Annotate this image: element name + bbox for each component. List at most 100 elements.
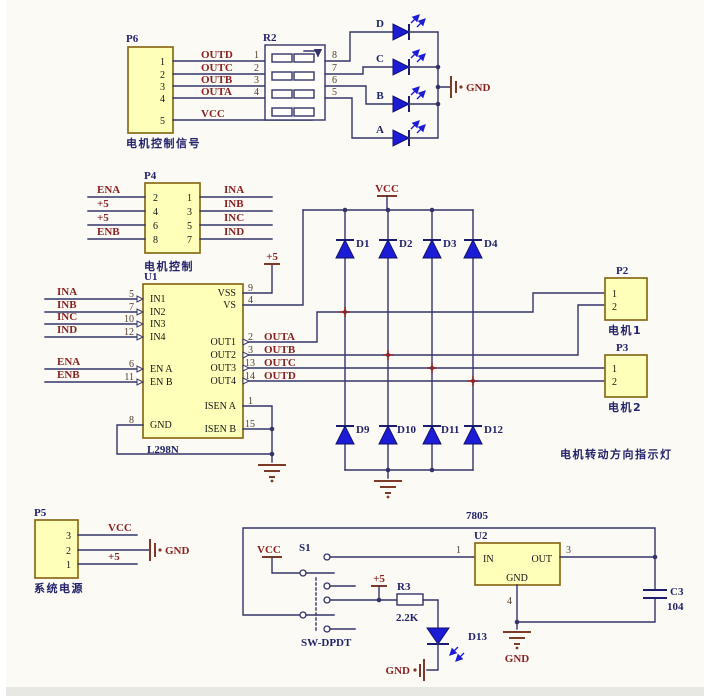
p6-pin-2: 2 xyxy=(160,70,165,81)
indicator-note: 电机转动方向指示灯 xyxy=(560,447,673,461)
earth-gnd-bridge xyxy=(374,469,402,499)
u2-gnd: GND xyxy=(506,573,528,584)
u1-pin5: 5 xyxy=(129,289,134,300)
u2-out: OUT xyxy=(531,554,552,565)
u1-isena: ISEN A xyxy=(205,401,237,412)
gnd-label-leds: GND xyxy=(466,82,491,94)
net-outc: OUTC xyxy=(201,62,233,74)
u1-vss: VSS xyxy=(218,288,236,299)
net-outa-u1: OUTA xyxy=(264,331,295,343)
led-label-c: C xyxy=(376,53,384,65)
s1-ref: S1 xyxy=(299,542,311,554)
net-ena-p4: ENA xyxy=(97,184,120,196)
r2-ref: R2 xyxy=(263,32,277,44)
d13-ref: D13 xyxy=(468,631,487,643)
net-vcc-s1: VCC xyxy=(257,544,281,556)
led-a-symbol[interactable] xyxy=(392,120,426,147)
u1-pin10: 10 xyxy=(124,314,134,325)
earth-gnd-u1 xyxy=(258,453,286,483)
diode-column-4[interactable] xyxy=(463,209,483,471)
gnd-label-u2: GND xyxy=(505,653,530,665)
u1-pin15: 15 xyxy=(245,419,255,430)
p5-connector[interactable]: P5 3 2 1 系统电源 xyxy=(34,507,84,595)
u1-enb: EN B xyxy=(150,377,173,388)
p2-caption: 电机1 xyxy=(608,323,642,337)
net-ina-p4: INA xyxy=(224,184,244,196)
p3-pin-2: 2 xyxy=(612,377,617,388)
u1-pin12: 12 xyxy=(124,327,134,338)
u1-pin2: 2 xyxy=(248,332,253,343)
net-ind-p4: IND xyxy=(224,226,244,238)
diode-column-2[interactable] xyxy=(378,209,398,471)
u1-ref: U1 xyxy=(144,271,157,283)
net-outd-u1: OUTD xyxy=(264,370,296,382)
r2-resistor-network[interactable]: R2 1 2 3 4 8 7 6 5 xyxy=(254,32,337,121)
p5-wires: VCC +5 GND xyxy=(77,522,190,565)
net-outb-u1: OUTB xyxy=(264,344,296,356)
u2-in: IN xyxy=(483,554,494,565)
u2-ref: U2 xyxy=(474,530,488,542)
net-ina: INA xyxy=(57,286,77,298)
d1-label: D1 xyxy=(356,238,369,250)
r2-rpin-7: 7 xyxy=(332,63,337,74)
u2-pin4: 4 xyxy=(507,596,512,607)
left-edge-strip xyxy=(0,0,6,696)
u1-out2: OUT2 xyxy=(210,350,236,361)
gnd-label-p5: GND xyxy=(165,545,190,557)
c3-capacitor[interactable]: C3 104 xyxy=(643,586,684,613)
r3-resistor[interactable]: R3 2.2K xyxy=(396,581,424,624)
u1-pin1: 1 xyxy=(248,396,253,407)
u1-pin13: 13 xyxy=(245,358,255,369)
u1-plus5-label: +5 xyxy=(266,251,278,263)
p2-pin-2: 2 xyxy=(612,302,617,313)
u2-pin3: 3 xyxy=(566,545,571,556)
p6-pin-3: 3 xyxy=(160,82,165,93)
p4-rpin-5: 5 xyxy=(187,221,192,232)
net-p5b: +5 xyxy=(97,212,109,224)
net-outc-u1: OUTC xyxy=(264,357,296,369)
u1-in2: IN2 xyxy=(150,307,166,318)
d10-label: D10 xyxy=(397,424,416,436)
d9-label: D9 xyxy=(356,424,370,436)
r2-rpin-5: 5 xyxy=(332,87,337,98)
p6-pin-5: 5 xyxy=(160,116,165,127)
net-enb-p4: ENB xyxy=(97,226,120,238)
net-plus5-r3: +5 xyxy=(373,573,385,585)
diode-column-3[interactable] xyxy=(422,209,442,471)
output-routing-wires xyxy=(248,292,606,386)
d3-label: D3 xyxy=(443,238,457,250)
diode-column-1[interactable] xyxy=(335,209,355,471)
net-inb-p4: INB xyxy=(224,198,244,210)
p4-connector[interactable]: P4 2 4 6 8 1 3 5 7 电机控制 xyxy=(144,170,201,273)
p6-connector[interactable]: P6 1 2 3 4 5 电机控制信号 xyxy=(126,33,201,150)
p6-pin-1: 1 xyxy=(160,57,165,68)
led-label-a: A xyxy=(376,124,384,136)
p5-ref: P5 xyxy=(34,507,47,519)
net-plus5-p5: +5 xyxy=(108,551,120,563)
gnd-bar-symbol-d13 xyxy=(413,659,425,681)
u1-part: L298N xyxy=(147,444,179,456)
u2-regulator[interactable]: 7805 U2 IN OUT GND 1 3 4 xyxy=(456,510,571,607)
net-vcc-p5: VCC xyxy=(108,522,132,534)
p4-lpin-2: 2 xyxy=(153,193,158,204)
p2-connector[interactable]: P2 1 2 电机1 xyxy=(604,265,648,337)
u1-in3: IN3 xyxy=(150,319,166,330)
s1-switch[interactable]: S1 SW-DPDT xyxy=(299,542,476,649)
u2-output-wires: C3 104 GND xyxy=(503,554,684,665)
s1-part: SW-DPDT xyxy=(301,637,352,649)
p2-pin-1: 1 xyxy=(612,289,617,300)
net-p5a: +5 xyxy=(97,198,109,210)
u2-pin1: 1 xyxy=(456,545,461,556)
earth-gnd-u2 xyxy=(503,621,531,650)
led-d-symbol[interactable] xyxy=(392,14,426,41)
p3-connector[interactable]: P3 1 2 电机2 xyxy=(604,342,648,414)
u1-pin7: 7 xyxy=(129,302,134,313)
c3-value: 104 xyxy=(667,601,684,613)
led-indicator-block: D C B A GND xyxy=(376,14,491,147)
c3-ref: C3 xyxy=(670,586,684,598)
led-label-b: B xyxy=(376,90,384,102)
u1-l298n-chip[interactable]: U1 L298N IN1 IN2 IN3 IN4 EN A EN B GND V… xyxy=(142,271,244,456)
u1-right-pins: 9 4 +5 2 3 13 14 OUTA OUTB OUTC OUTD 1 1… xyxy=(116,209,304,483)
